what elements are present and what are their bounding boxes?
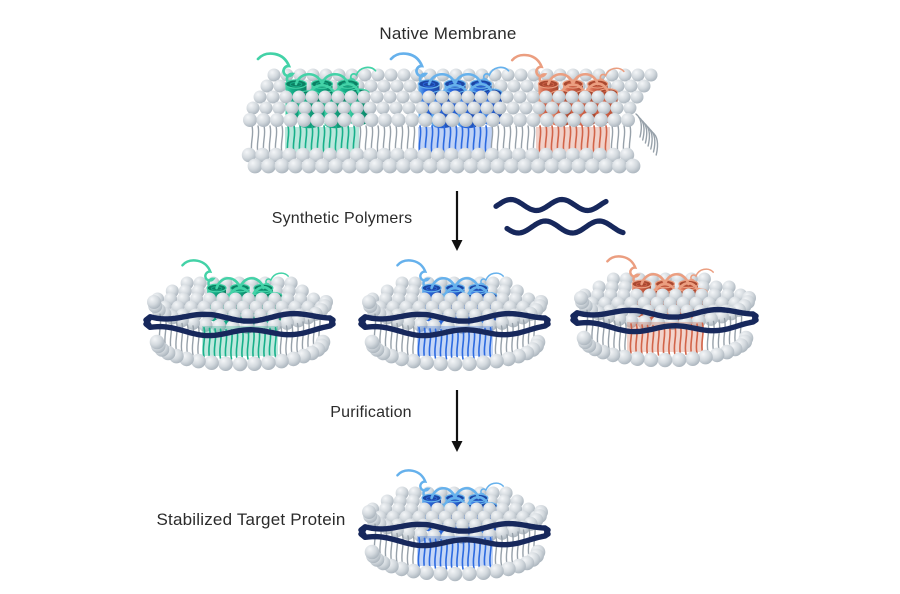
nanodisc-green-protein (143, 259, 336, 372)
native-membrane-label: Native Membrane (379, 24, 517, 43)
nanodisc-orange-protein (570, 255, 759, 368)
stabilized-target-protein-label: Stabilized Target Protein (156, 510, 346, 529)
arrow-down-icon-1 (451, 191, 463, 251)
native-membrane-illustration (241, 52, 659, 174)
polymer-squiggle-icon (493, 196, 626, 236)
synthetic-polymers-label: Synthetic Polymers (271, 210, 413, 227)
nanodisc-blue-protein (358, 259, 551, 372)
nanodisc-stabilized-target-protein (358, 469, 551, 582)
purification-label: Purification (330, 404, 412, 421)
arrow-down-icon-2 (451, 390, 463, 452)
